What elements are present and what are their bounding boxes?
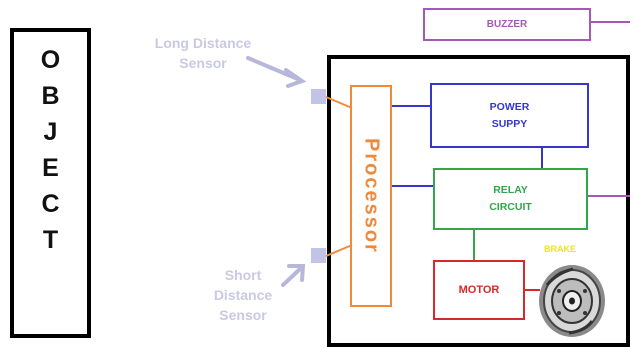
buzzer-block: BUZZER xyxy=(423,8,591,41)
relay-circuit-block: RELAY CIRCUIT xyxy=(433,168,588,230)
buzzer-label: BUZZER xyxy=(487,19,528,30)
brake-disc-icon xyxy=(537,255,607,339)
processor-sensor-wires xyxy=(326,97,352,256)
brake-label: BRAKE xyxy=(544,244,576,254)
short-distance-sensor xyxy=(311,248,326,263)
motor-label: MOTOR xyxy=(459,284,500,296)
short-sensor-arrow xyxy=(283,266,303,285)
processor-label: Processor xyxy=(360,138,383,254)
relay-label-line: CIRCUIT xyxy=(489,199,532,216)
long-sensor-arrow xyxy=(248,58,302,86)
relay-label-line: RELAY xyxy=(493,182,528,199)
power-label-line: SUPPY xyxy=(492,116,528,133)
long-distance-sensor xyxy=(311,89,326,104)
power-supply-block: POWER SUPPY xyxy=(430,83,589,148)
motor-block: MOTOR xyxy=(433,260,525,320)
power-label-line: POWER xyxy=(490,99,530,116)
processor-block: Processor xyxy=(350,85,392,307)
